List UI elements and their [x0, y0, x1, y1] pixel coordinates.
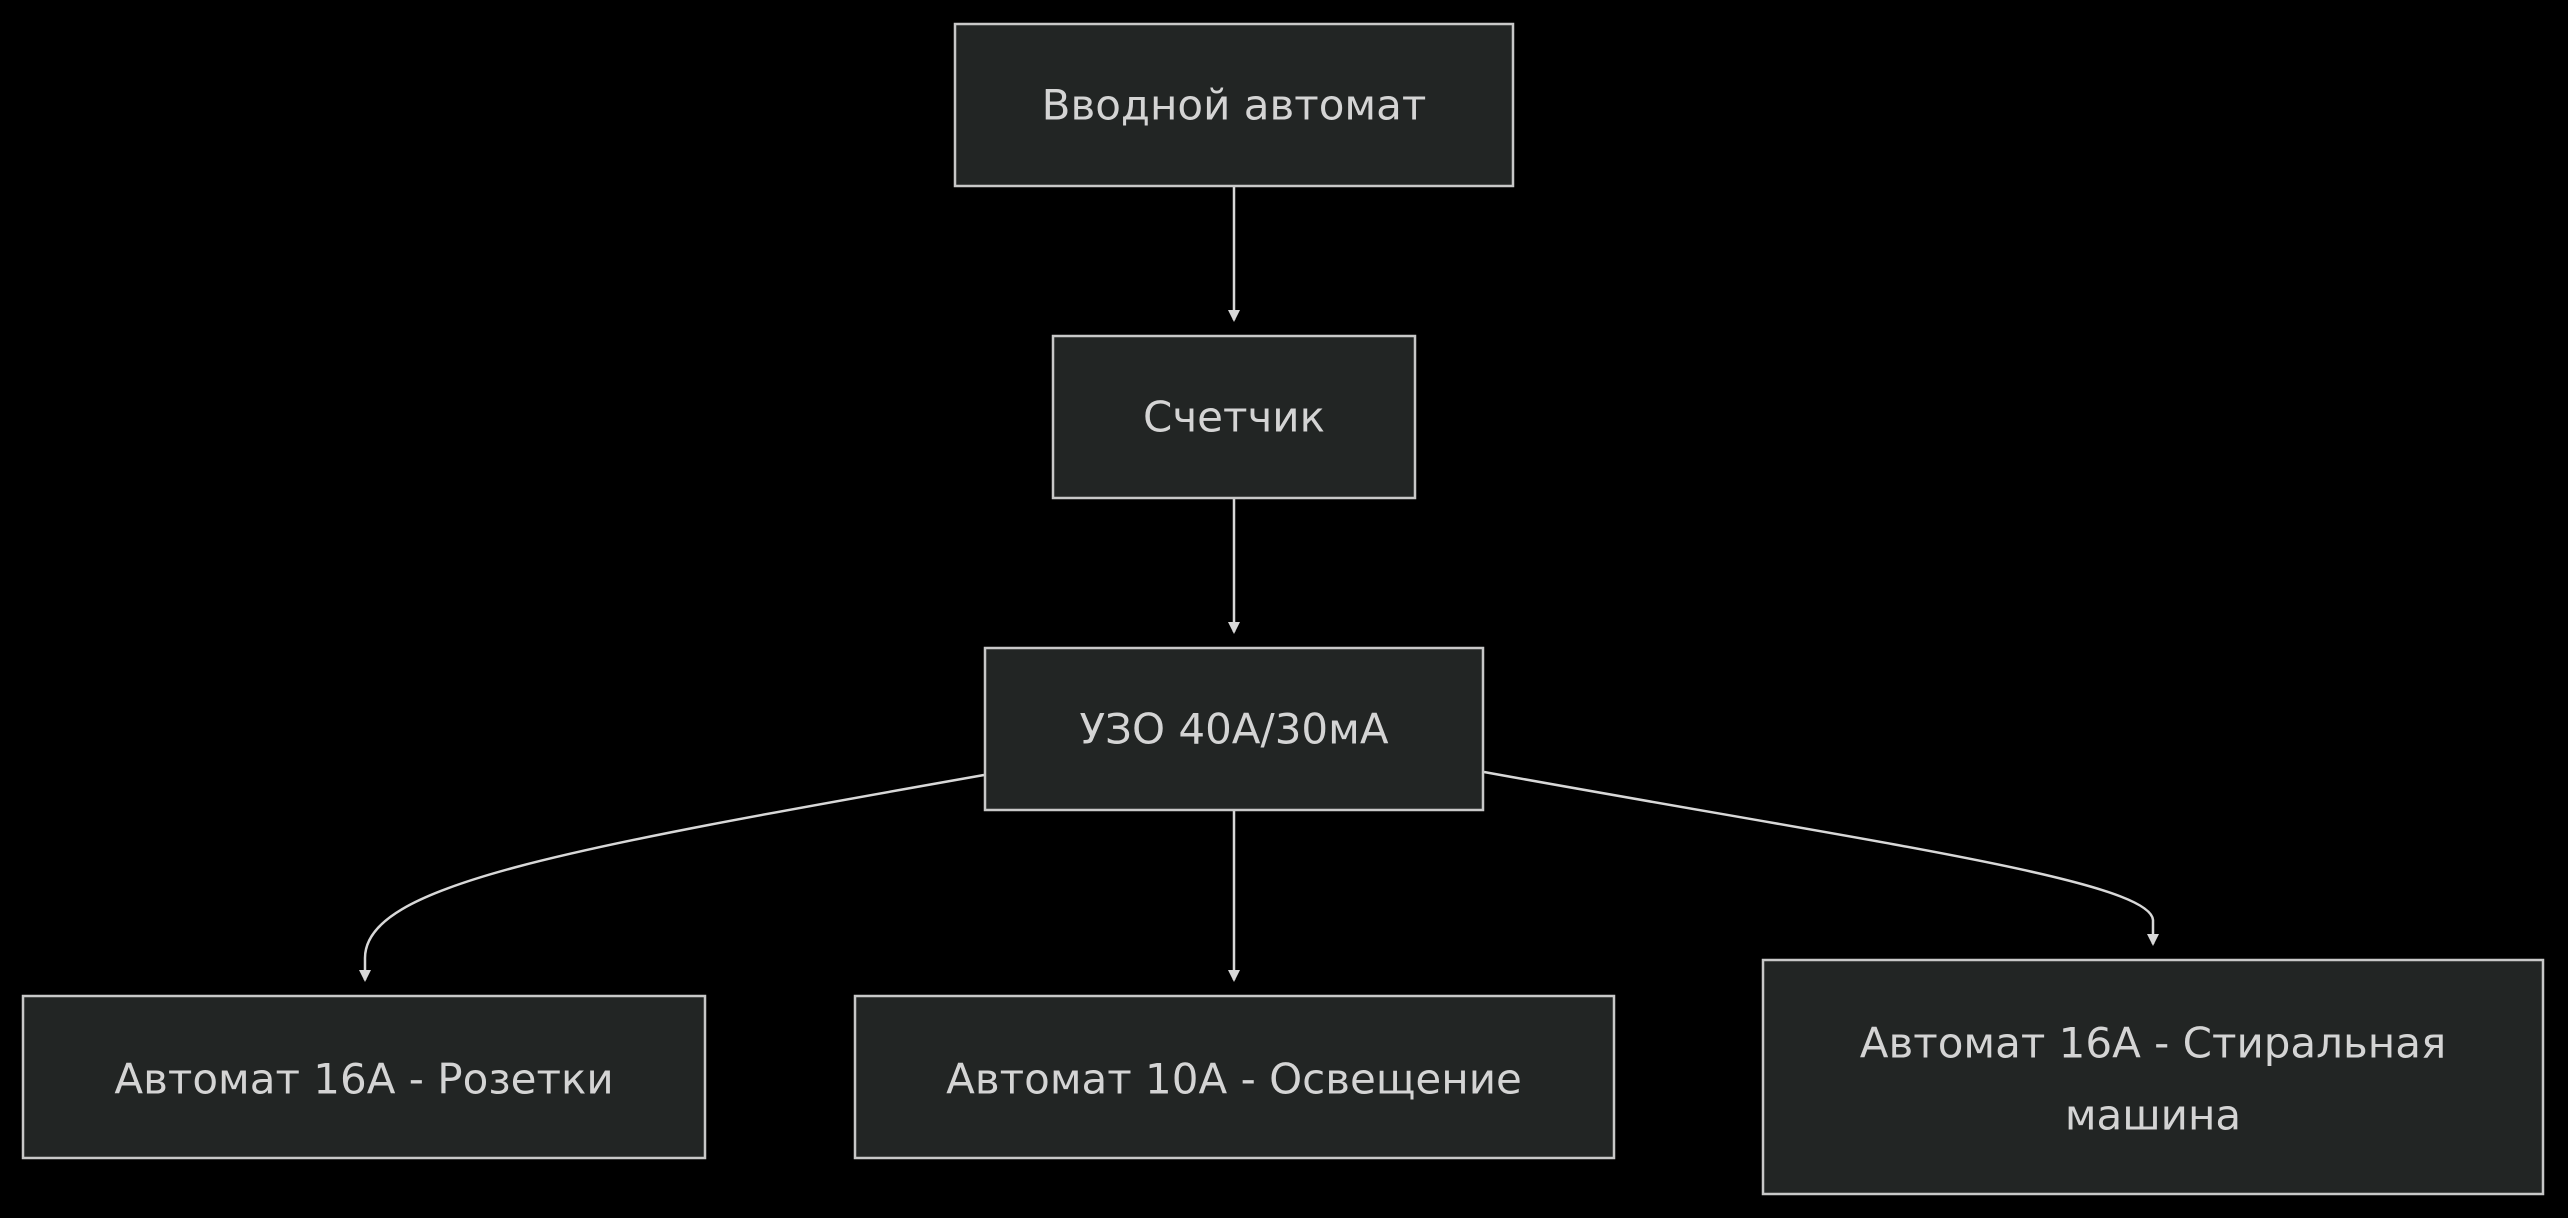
node-breaker-sockets: Автомат 16А - Розетки: [21, 994, 707, 1160]
node-input-breaker: Вводной автомат: [953, 22, 1515, 188]
node-breaker-lighting: Автомат 10А - Освещение: [853, 994, 1616, 1160]
edge-rcd-to-sockets: [359, 773, 985, 982]
node-meter-label: Счетчик: [1143, 393, 1325, 442]
node-rcd-label: УЗО 40А/30мА: [1079, 705, 1388, 754]
node-breaker-lighting-label: Автомат 10А - Освещение: [946, 1055, 1522, 1104]
node-input-breaker-label: Вводной автомат: [1042, 81, 1427, 130]
node-breaker-washer-label-line1: Автомат 16А - Стиральная: [1860, 1019, 2446, 1068]
node-breaker-washer-label-line2: машина: [2065, 1091, 2241, 1140]
node-breaker-sockets-label: Автомат 16А - Розетки: [114, 1055, 613, 1104]
edge-rcd-to-washer: [1483, 770, 2159, 946]
node-meter: Счетчик: [1051, 334, 1417, 500]
node-rcd: УЗО 40А/30мА: [983, 646, 1485, 812]
edges: [359, 186, 2159, 982]
node-breaker-washer: Автомат 16А - Стиральная машина: [1761, 958, 2545, 1196]
